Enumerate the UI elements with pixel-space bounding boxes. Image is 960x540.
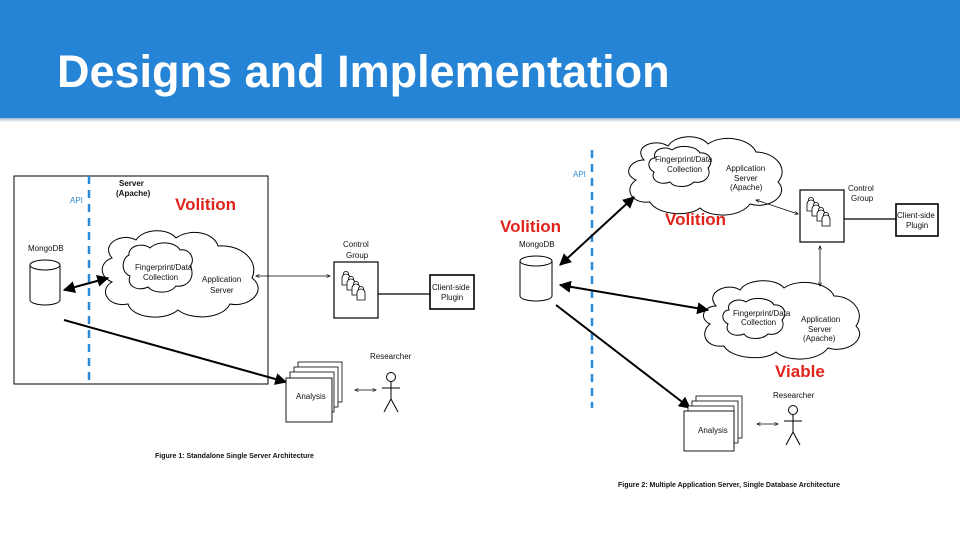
fingerprint-label: Fingerprint/Data — [135, 263, 193, 272]
client-plugin-label: Client-side — [897, 211, 935, 220]
app-server-label: Application — [202, 275, 241, 284]
client-plugin-box — [895, 203, 939, 237]
db-analysis-arrow — [63, 319, 288, 385]
server-boundary — [13, 175, 269, 385]
api-label: API — [70, 196, 83, 205]
volition-left-label: Volition — [500, 217, 561, 236]
researcher-label: Researcher — [773, 391, 815, 400]
client-plugin-box — [429, 274, 475, 310]
client-plugin-sub-label: Plugin — [441, 293, 463, 302]
app-server-1-label: Application — [726, 164, 765, 173]
app-server-1-sub-label: Server — [734, 174, 758, 183]
figure-1: API Server (Apache) Volition MongoDB Fin… — [13, 175, 475, 460]
analysis-label: Analysis — [296, 392, 326, 401]
db-server1-arrow — [559, 196, 635, 266]
control-group-label: Control — [343, 240, 369, 249]
title-bar-shadow — [0, 118, 960, 122]
db-server-arrow — [62, 275, 110, 293]
control-group-label: Control — [848, 184, 874, 193]
researcher-label: Researcher — [370, 352, 412, 361]
viable-label: Viable — [775, 362, 825, 381]
app-server-sub-label: Server — [210, 286, 234, 295]
database-icon — [29, 259, 61, 306]
control-group-sub-label: Group — [851, 194, 874, 203]
database-icon — [519, 255, 553, 302]
figure-1-caption: Figure 1: Standalone Single Server Archi… — [155, 453, 314, 460]
client-plugin-label: Client-side — [432, 283, 470, 292]
fingerprint-1-sub-label: Collection — [667, 165, 702, 174]
volition-label: Volition — [175, 195, 236, 214]
api-label: API — [573, 170, 586, 179]
server-sub-label: (Apache) — [116, 189, 151, 198]
fingerprint-cloud — [122, 242, 193, 293]
title-bar — [0, 0, 960, 118]
fingerprint-cloud-2 — [722, 297, 786, 339]
researcher-icon — [381, 372, 401, 413]
fingerprint-sub-label: Collection — [143, 273, 178, 282]
analysis-stack — [285, 361, 343, 423]
control-group-sub-label: Group — [346, 251, 369, 260]
fingerprint-2-sub-label: Collection — [741, 318, 776, 327]
server-label: Server — [119, 179, 144, 188]
figure-2-caption: Figure 2: Multiple Application Server, S… — [618, 482, 840, 489]
app-server-2-apache-label: (Apache) — [803, 334, 836, 343]
mongodb-label: MongoDB — [519, 240, 555, 249]
client-plugin-sub-label: Plugin — [906, 221, 928, 230]
db-server2-arrow — [558, 280, 710, 315]
db-analysis-arrow — [555, 304, 691, 409]
fingerprint-2-label: Fingerprint/Data — [733, 309, 791, 318]
analysis-stack — [683, 395, 743, 452]
researcher-icon — [783, 405, 803, 446]
fingerprint-cloud-1 — [648, 145, 712, 187]
mongodb-label: MongoDB — [28, 244, 64, 253]
app-server-1-apache-label: (Apache) — [730, 183, 763, 192]
server1-control-arrow — [756, 200, 798, 214]
app-server-2-label: Application — [801, 315, 840, 324]
volition-top-label: Volition — [665, 210, 726, 229]
slide-title: Designs and Implementation — [57, 46, 670, 97]
figure-2: API Volition MongoDB Fingerprint/Data Co… — [500, 136, 939, 489]
app-server-2-sub-label: Server — [808, 325, 832, 334]
fingerprint-1-label: Fingerprint/Data — [655, 155, 713, 164]
analysis-label: Analysis — [698, 426, 728, 435]
